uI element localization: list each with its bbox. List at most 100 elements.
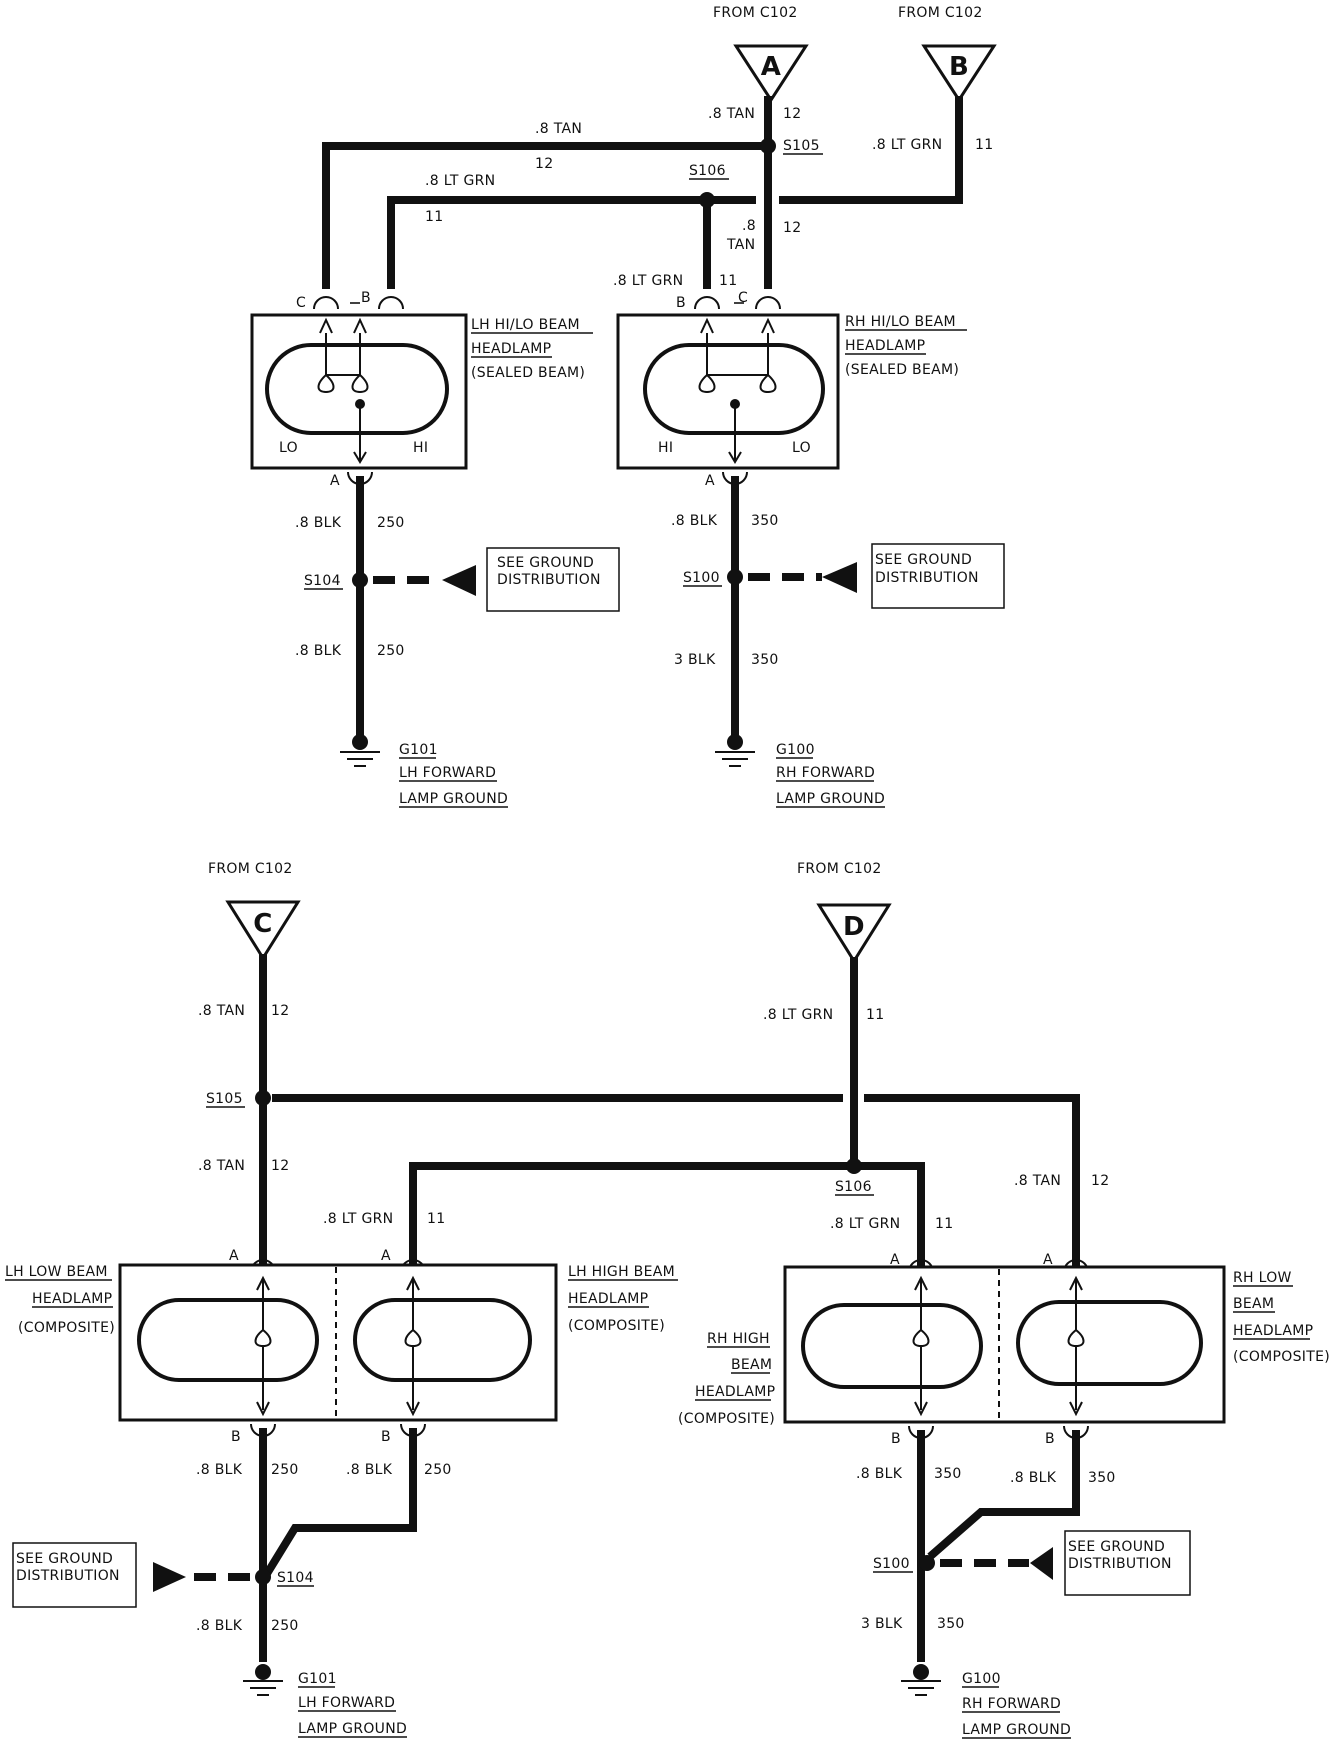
wire-lh-blk-250-b bbox=[262, 1428, 417, 1578]
lh-ground-b-desc-1: LH FORWARD bbox=[298, 1695, 395, 1711]
wire-circuit-tan-drop: 12 bbox=[783, 220, 801, 236]
rh-low-lens bbox=[1016, 1300, 1203, 1386]
wire-circuit-ltgrn-left: 11 bbox=[425, 209, 443, 225]
lh-pin-b: B bbox=[361, 290, 371, 306]
lh-low-title-3: (COMPOSITE) bbox=[18, 1320, 115, 1336]
ground-note-lh-b-2: DISTRIBUTION bbox=[16, 1568, 120, 1584]
lh-lamp-title-2: HEADLAMP bbox=[471, 341, 551, 357]
connector-a-letter: A bbox=[761, 52, 781, 82]
lh-low-title-2: HEADLAMP bbox=[32, 1291, 112, 1307]
connector-d: FROM C102 D bbox=[797, 861, 892, 964]
lh-ground-id: G101 bbox=[399, 742, 438, 758]
rh-pin-a: A bbox=[705, 473, 715, 489]
rh-pin-b: B bbox=[676, 295, 686, 311]
wire-circuit-lh-blk-b: 250 bbox=[424, 1462, 452, 1478]
wire-circuit-tan-c-lower: 12 bbox=[271, 1158, 289, 1174]
lh-high-pin-b: B bbox=[381, 1429, 391, 1445]
lh-lamp-hi: HI bbox=[413, 440, 428, 456]
lh-pin-a: A bbox=[330, 473, 340, 489]
ground-note-rh-2: DISTRIBUTION bbox=[875, 570, 979, 586]
wire-circuit-tan-left: 12 bbox=[535, 156, 553, 172]
lh-low-title-1: LH LOW BEAM bbox=[5, 1264, 108, 1280]
rh-low-title-3: HEADLAMP bbox=[1233, 1323, 1313, 1339]
splice-s100b-dot bbox=[919, 1555, 935, 1571]
rh-low-title-2: BEAM bbox=[1233, 1296, 1274, 1312]
ground-note-rh-1: SEE GROUND bbox=[875, 552, 972, 568]
rh-high-lens bbox=[801, 1303, 983, 1389]
wire-circuit-ltgrn-lh: 11 bbox=[427, 1211, 445, 1227]
ground-note-lh-b-box bbox=[12, 1542, 137, 1608]
wire-circuit-rh-blk-a: 350 bbox=[934, 1466, 962, 1482]
wire-circuit-lh-blk-ground: 250 bbox=[271, 1618, 299, 1634]
rh-ground-id: G100 bbox=[776, 742, 815, 758]
rh-low-title-4: (COMPOSITE) bbox=[1233, 1349, 1330, 1365]
wire-label-tan-c-upper: .8 TAN bbox=[198, 1003, 245, 1019]
ground-arrow-lh bbox=[442, 565, 476, 596]
connector-d-triangle bbox=[816, 903, 892, 964]
lh-high-title-2: HEADLAMP bbox=[568, 1291, 648, 1307]
ground-note-lh-box bbox=[486, 547, 620, 612]
connector-b-source: FROM C102 bbox=[898, 5, 983, 21]
rh-ground-desc-2: LAMP GROUND bbox=[776, 791, 885, 807]
rh-high-title-4: (COMPOSITE) bbox=[678, 1411, 775, 1427]
splice-s100-label: S100 bbox=[683, 570, 720, 586]
wire-circuit-rh-blk-b: 350 bbox=[1088, 1470, 1116, 1486]
lh-low-pin-b: B bbox=[231, 1429, 241, 1445]
ground-note-rh-b-box bbox=[1064, 1530, 1191, 1596]
rh-high-pin-b: B bbox=[891, 1431, 901, 1447]
rh-pin-c: C bbox=[738, 290, 748, 306]
lh-high-lens bbox=[353, 1298, 532, 1382]
wire-circuit-ltgrn-d: 11 bbox=[866, 1007, 884, 1023]
rh-ground-b-id: G100 bbox=[962, 1671, 1001, 1687]
wire-label-lh-blk-b: .8 BLK bbox=[346, 1462, 393, 1478]
wire-circuit-rh-blk-lower: 350 bbox=[751, 652, 779, 668]
lh-pin-c-socket bbox=[313, 296, 339, 310]
splice-s100b-label: S100 bbox=[873, 1556, 910, 1572]
rh-ground-b-desc-2: LAMP GROUND bbox=[962, 1722, 1071, 1738]
ground-note-rh-b-1: SEE GROUND bbox=[1068, 1539, 1165, 1555]
lh-lamp-lens bbox=[265, 343, 449, 435]
wire-label-rh-blk-b: .8 BLK bbox=[1010, 1470, 1057, 1486]
ground-note-rh-b-2: DISTRIBUTION bbox=[1068, 1556, 1172, 1572]
wire-circuit-ltgrn-rh: 11 bbox=[935, 1216, 953, 1232]
splice-s105-label: S105 bbox=[783, 138, 820, 154]
wire-label-ltgrn-b: .8 LT GRN bbox=[872, 137, 942, 153]
wire-label-lh-blk-ground: .8 BLK bbox=[196, 1618, 243, 1634]
ground-arrow-rh-b bbox=[1030, 1547, 1053, 1580]
rh-high-pin-a: A bbox=[890, 1252, 900, 1268]
ground-arrow-rh bbox=[822, 562, 857, 593]
wire-label-ltgrn-d: .8 LT GRN bbox=[763, 1007, 833, 1023]
wire-label-lh-blk-lower: .8 BLK bbox=[295, 643, 342, 659]
wire-label-tan-rh: .8 TAN bbox=[1014, 1173, 1061, 1189]
connector-b-letter: B bbox=[949, 52, 969, 82]
wire-circuit-tan-rh: 12 bbox=[1091, 1173, 1109, 1189]
lh-lamp-lo: LO bbox=[279, 440, 298, 456]
lh-high-pin-a: A bbox=[381, 1248, 391, 1264]
connector-c-triangle bbox=[225, 900, 301, 961]
lh-pin-c: C bbox=[296, 295, 306, 311]
lh-sealed-beam-headlamp: C B LO HI A LH HI/LO BEAM HEADLAMP (SEAL… bbox=[250, 290, 593, 489]
wire-label-tan-drop-a: .8 bbox=[742, 218, 756, 234]
wire-circuit-ltgrn-drop: 11 bbox=[719, 273, 737, 289]
splice-s106-label: S106 bbox=[689, 163, 726, 179]
wire-rh-blk-350-b bbox=[927, 1430, 1080, 1560]
wire-circuit-lh-blk-upper: 250 bbox=[377, 515, 405, 531]
connector-d-source: FROM C102 bbox=[797, 861, 882, 877]
lh-lamp-title-1: LH HI/LO BEAM bbox=[471, 317, 580, 333]
wire-circuit-lh-blk-a: 250 bbox=[271, 1462, 299, 1478]
ground-symbol-rh-b bbox=[901, 1664, 941, 1696]
splice-s100-dot bbox=[727, 569, 743, 585]
wire-label-rh-blk-upper: .8 BLK bbox=[671, 513, 718, 529]
rh-composite-headlamps: A A B B RH HIGH BEAM HEADLAMP (COMPOSITE… bbox=[678, 1252, 1330, 1447]
rh-lamp-title-1: RH HI/LO BEAM bbox=[845, 314, 956, 330]
lh-pin-b-socket bbox=[378, 296, 404, 310]
lh-low-lens bbox=[137, 1298, 319, 1382]
splice-s106b-label: S106 bbox=[835, 1179, 872, 1195]
rh-pin-c-socket bbox=[755, 296, 781, 310]
rh-low-title-1: RH LOW bbox=[1233, 1270, 1292, 1286]
wire-label-ltgrn-left: .8 LT GRN bbox=[425, 173, 495, 189]
wire-tan-12-a bbox=[322, 96, 772, 289]
splice-s104-dot bbox=[352, 572, 368, 588]
top-diagram: FROM C102 A FROM C102 B S105 S106 .8 TAN… bbox=[250, 5, 1005, 808]
connector-c: FROM C102 C bbox=[208, 861, 301, 961]
